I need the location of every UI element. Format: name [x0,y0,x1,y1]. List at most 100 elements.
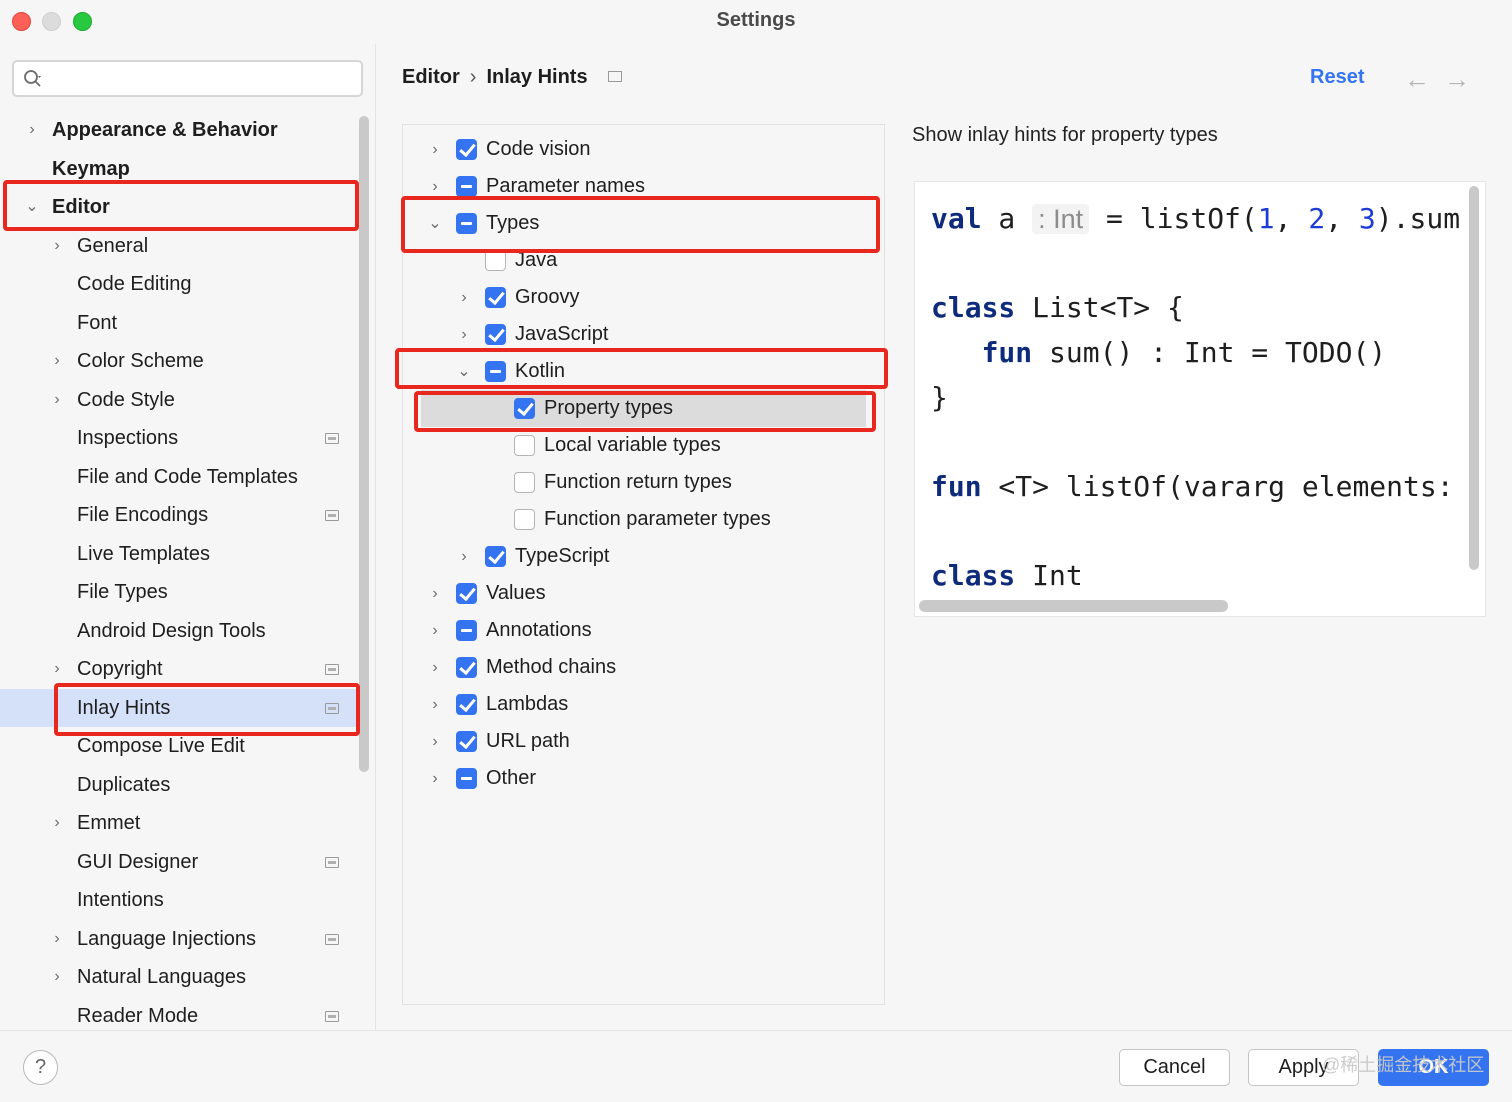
sidebar-item-code-style[interactable]: ›Code Style [0,381,360,419]
sidebar-item-copyright[interactable]: ›Copyright [0,650,360,688]
chevron-right-icon[interactable]: › [432,622,438,639]
checkbox-parameter-names[interactable] [456,176,477,197]
search-input[interactable] [12,60,363,97]
checkbox-java[interactable] [485,250,506,271]
chevron-right-icon[interactable]: › [461,289,467,306]
checkbox-url-path[interactable] [456,731,477,752]
maximize-window-button[interactable] [73,12,92,31]
chevron-right-icon[interactable]: › [432,770,438,787]
checkbox-lambdas[interactable] [456,694,477,715]
preview-line-4: } [931,381,948,414]
cancel-button[interactable]: Cancel [1119,1049,1230,1086]
option-kotlin[interactable]: ⌄Kotlin [403,353,883,390]
checkbox-kotlin[interactable] [485,361,506,382]
sidebar-item-natural-languages[interactable]: ›Natural Languages [0,958,360,996]
reset-button[interactable]: Reset [1310,66,1365,88]
chevron-right-icon[interactable]: › [432,141,438,158]
checkbox-property-types[interactable] [514,398,535,419]
option-typescript[interactable]: ›TypeScript [403,538,883,575]
forward-arrow-icon[interactable]: → [1444,64,1470,94]
sidebar-item-compose-live-edit[interactable]: Compose Live Edit [0,727,360,765]
sidebar-item-file-types[interactable]: File Types [0,573,360,611]
sidebar-item-gui-designer[interactable]: GUI Designer [0,843,360,881]
chevron-right-icon[interactable]: › [54,968,60,985]
chevron-right-icon[interactable]: › [432,659,438,676]
sidebar-item-appearance-behavior[interactable]: ›Appearance & Behavior [0,111,360,149]
option-function-return-types[interactable]: Function return types [403,464,883,501]
chevron-right-icon[interactable]: › [432,585,438,602]
checkbox-other[interactable] [456,768,477,789]
chevron-right-icon[interactable]: › [29,121,35,138]
breadcrumb-editor[interactable]: Editor [402,66,460,88]
sidebar-item-font[interactable]: Font [0,304,360,342]
sidebar-item-android-design-tools[interactable]: Android Design Tools [0,612,360,650]
minimize-window-button[interactable] [42,12,61,31]
option-url-path[interactable]: ›URL path [403,723,883,760]
sidebar-item-general[interactable]: ›General [0,227,360,265]
option-other[interactable]: ›Other [403,760,883,797]
option-property-types[interactable]: Property types [421,390,866,427]
sidebar-item-file-encodings[interactable]: File Encodings [0,496,360,534]
sidebar-item-language-injections[interactable]: ›Language Injections [0,920,360,958]
option-parameter-names[interactable]: ›Parameter names [403,168,883,205]
chevron-right-icon[interactable]: › [461,548,467,565]
checkbox-method-chains[interactable] [456,657,477,678]
option-local-variable-types[interactable]: Local variable types [403,427,883,464]
watermark: @稀土掘金技术社区 [1322,1055,1485,1075]
help-button[interactable]: ? [23,1050,58,1085]
checkbox-function-return-types[interactable] [514,472,535,493]
checkbox-function-parameter-types[interactable] [514,509,535,530]
chevron-right-icon[interactable]: › [54,929,60,947]
sidebar-scrollbar[interactable] [359,116,369,772]
option-annotations[interactable]: ›Annotations [403,612,883,649]
checkbox-types[interactable] [456,213,477,234]
chevron-right-icon[interactable]: › [54,352,60,369]
sidebar-item-reader-mode[interactable]: Reader Mode [0,997,360,1031]
sidebar-item-inspections[interactable]: Inspections [0,419,360,457]
option-function-parameter-types[interactable]: Function parameter types [403,501,883,538]
sidebar-item-duplicates[interactable]: Duplicates [0,766,360,804]
sidebar-item-file-and-code-templates[interactable]: File and Code Templates [0,458,360,496]
chevron-right-icon[interactable]: › [432,178,438,195]
option-groovy[interactable]: ›Groovy [403,279,883,316]
sidebar-item-code-editing[interactable]: Code Editing [0,265,360,303]
sidebar-item-label: File and Code Templates [77,465,298,488]
checkbox-annotations[interactable] [456,620,477,641]
checkbox-code-vision[interactable] [456,139,477,160]
option-code-vision[interactable]: ›Code vision [403,131,883,168]
sidebar-item-live-templates[interactable]: Live Templates [0,535,360,573]
chevron-right-icon[interactable]: › [54,236,60,254]
chevron-right-icon[interactable]: › [432,696,438,713]
chevron-right-icon[interactable]: › [54,814,60,831]
sidebar-item-emmet[interactable]: ›Emmet [0,804,360,842]
sidebar-item-editor[interactable]: ⌄Editor [0,188,360,226]
chevron-right-icon[interactable]: › [432,733,438,750]
option-method-chains[interactable]: ›Method chains [403,649,883,686]
sidebar-item-intentions[interactable]: Intentions [0,881,360,919]
chevron-down-icon[interactable]: ⌄ [25,198,39,215]
chevron-right-icon[interactable]: › [54,660,60,677]
option-java[interactable]: Java [403,242,883,279]
sidebar-item-inlay-hints[interactable]: Inlay Hints [0,688,360,727]
ok-button[interactable]: OK [1378,1049,1489,1086]
back-arrow-icon[interactable]: ← [1404,64,1430,94]
chevron-right-icon[interactable]: › [461,326,467,343]
chevron-down-icon[interactable]: ⌄ [428,215,442,232]
sidebar-item-color-scheme[interactable]: ›Color Scheme [0,342,360,380]
checkbox-local-variable-types[interactable] [514,435,535,456]
close-window-button[interactable] [12,12,31,31]
option-values[interactable]: ›Values [403,575,883,612]
checkbox-typescript[interactable] [485,546,506,567]
checkbox-groovy[interactable] [485,287,506,308]
option-lambdas[interactable]: ›Lambdas [403,686,883,723]
option-types[interactable]: ⌄Types [403,205,883,242]
chevron-right-icon[interactable]: › [54,390,60,408]
chevron-down-icon[interactable]: ⌄ [457,363,471,380]
preview-horizontal-scrollbar[interactable] [919,600,1228,612]
option-javascript[interactable]: ›JavaScript [403,316,883,353]
checkbox-values[interactable] [456,583,477,604]
sidebar-item-keymap[interactable]: Keymap [0,150,360,188]
checkbox-javascript[interactable] [485,324,506,345]
preview-vertical-scrollbar[interactable] [1469,186,1479,570]
apply-button[interactable]: Apply [1248,1049,1359,1086]
